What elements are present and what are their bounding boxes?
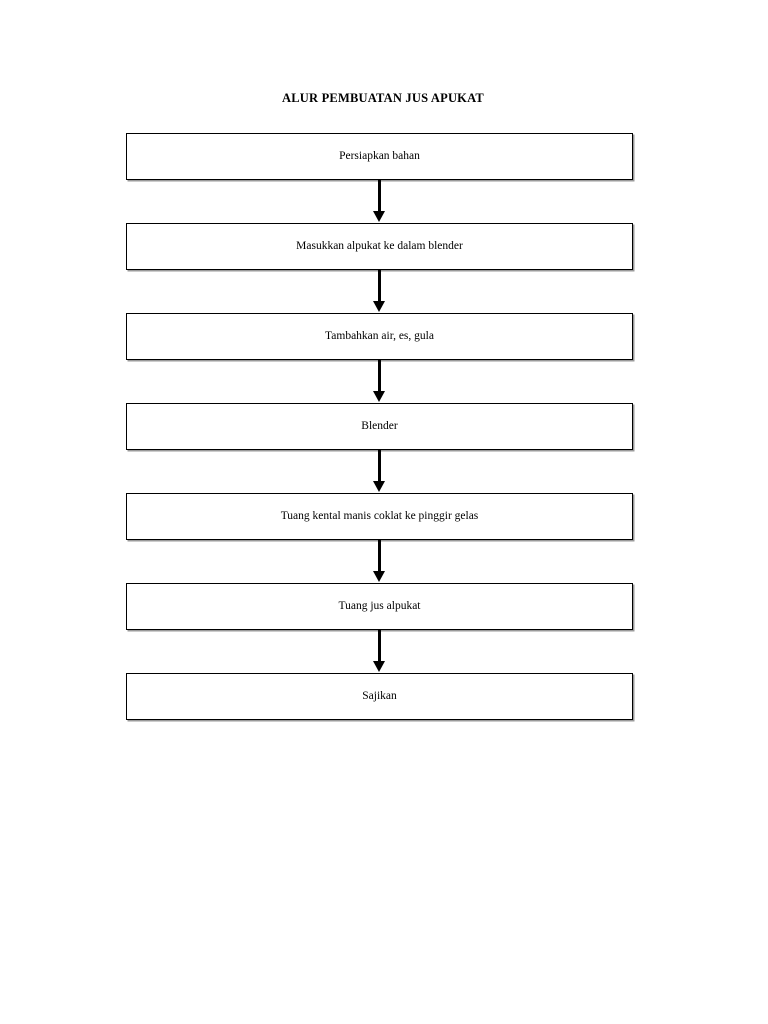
arrow-shaft-icon: [378, 540, 381, 573]
flow-step-box-1[interactable]: Persiapkan bahan: [126, 133, 633, 180]
flow-arrow-6-to-7: [126, 630, 633, 673]
flow-step-box-5[interactable]: Tuang kental manis coklat ke pinggir gel…: [126, 493, 633, 540]
arrow-shaft-icon: [378, 630, 381, 663]
flow-step-box-6[interactable]: Tuang jus alpukat: [126, 583, 633, 630]
flowchart: Persiapkan bahan Masukkan alpukat ke dal…: [126, 133, 636, 720]
arrow-shaft-icon: [378, 270, 381, 303]
flow-step-box-2[interactable]: Masukkan alpukat ke dalam blender: [126, 223, 633, 270]
flow-arrow-4-to-5: [126, 450, 633, 493]
flow-step-label-6: Tuang jus alpukat: [338, 600, 421, 612]
page-title: ALUR PEMBUATAN JUS APUKAT: [282, 91, 484, 105]
arrow-shaft-icon: [378, 450, 381, 483]
arrow-down-icon: [373, 301, 385, 312]
arrow-shaft-icon: [378, 360, 381, 393]
flow-arrow-3-to-4: [126, 360, 633, 403]
flow-step-box-7[interactable]: Sajikan: [126, 673, 633, 720]
flow-step-box-4[interactable]: Blender: [126, 403, 633, 450]
arrow-down-icon: [373, 481, 385, 492]
arrow-shaft-icon: [378, 180, 381, 213]
flow-step-label-4: Blender: [361, 420, 398, 432]
arrow-down-icon: [373, 661, 385, 672]
flow-step-label-7: Sajikan: [362, 690, 397, 702]
flow-arrow-2-to-3: [126, 270, 633, 313]
arrow-down-icon: [373, 571, 385, 582]
flow-step-label-1: Persiapkan bahan: [339, 150, 420, 162]
flow-step-box-3[interactable]: Tambahkan air, es, gula: [126, 313, 633, 360]
flow-step-label-2: Masukkan alpukat ke dalam blender: [296, 240, 463, 252]
flow-arrow-1-to-2: [126, 180, 633, 223]
flow-step-label-3: Tambahkan air, es, gula: [325, 330, 434, 342]
flow-step-label-5: Tuang kental manis coklat ke pinggir gel…: [280, 510, 479, 522]
arrow-down-icon: [373, 391, 385, 402]
arrow-down-icon: [373, 211, 385, 222]
flow-arrow-5-to-6: [126, 540, 633, 583]
